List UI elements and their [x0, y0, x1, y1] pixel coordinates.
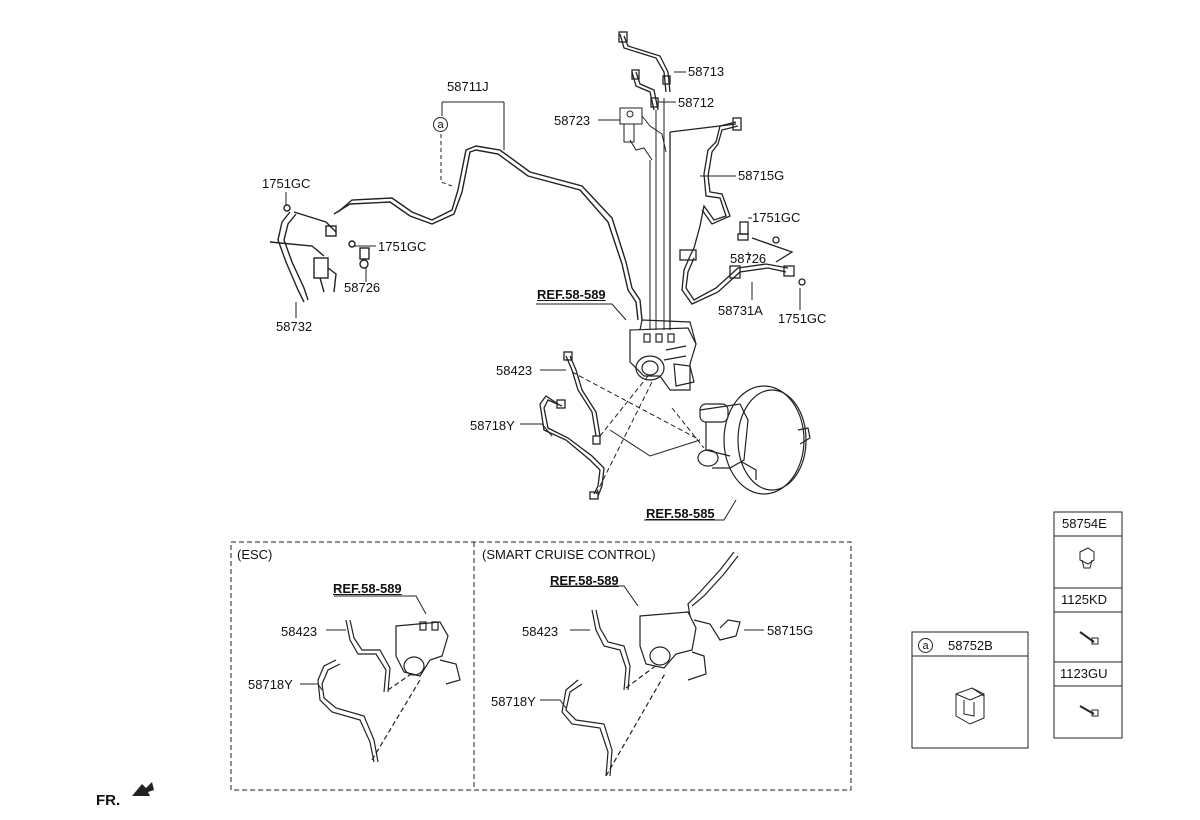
table-fasteners [1053, 511, 1123, 739]
part-label-58715G: 58715G [738, 168, 785, 183]
tube-58711J [333, 145, 643, 321]
esc-hecu [395, 621, 461, 685]
front-direction-label: FR. [96, 792, 121, 809]
part-label-1751GC-left-mid: 1751GC [378, 239, 427, 254]
table-label-58752B: 58752B [948, 638, 993, 653]
part-label-58726-left: 58726 [344, 280, 381, 295]
scc-part-label-58715G: 58715G [767, 623, 814, 638]
pipe-58423 [563, 351, 601, 445]
esc-ref-label: REF.58-589 [333, 581, 402, 596]
table-label-1125KD: 1125KD [1061, 592, 1108, 607]
part-label-58713: 58713 [688, 64, 725, 79]
scc-pipes [561, 551, 741, 777]
scc-ref-label: REF.58-589 [550, 573, 619, 588]
hose-58732 [269, 204, 370, 303]
part-label-58726-right: 58726 [730, 251, 767, 266]
esc-part-label-58718Y: 58718Y [248, 677, 293, 692]
table-label-1123GU: 1123GU [1060, 666, 1108, 681]
part-label-58731A: 58731A [718, 303, 763, 318]
tube-58715G [669, 117, 742, 330]
part-label-58712: 58712 [678, 95, 715, 110]
scc-part-label-58423: 58423 [522, 624, 559, 639]
ref-label-58-589: REF.58-589 [537, 287, 606, 302]
ref-label-58-585: REF.58-585 [646, 506, 715, 521]
part-label-1751GC-right-top: 1751GC [752, 210, 801, 225]
hecu-unit [629, 319, 697, 391]
esc-section-title: (ESC) [237, 547, 273, 562]
part-label-58423: 58423 [496, 363, 533, 378]
tube-58713 [618, 31, 671, 93]
part-label-58732: 58732 [276, 319, 313, 334]
front-arrow-icon [132, 782, 154, 796]
brake-booster [697, 385, 811, 495]
part-label-1751GC-right-bot: 1751GC [778, 311, 827, 326]
part-label-1751GC-left-top: 1751GC [262, 176, 311, 191]
callout-circle-a: a [433, 117, 448, 132]
part-label-58723: 58723 [554, 113, 591, 128]
part-label-58711J: 58711J [447, 79, 489, 94]
scc-part-label-58718Y: 58718Y [491, 694, 536, 709]
esc-part-label-58423: 58423 [281, 624, 318, 639]
scc-hecu [639, 611, 707, 681]
esc-pipes [317, 619, 421, 763]
table-circle-a: a [918, 638, 933, 653]
variant-box [230, 541, 852, 791]
table-58752B [911, 631, 1029, 749]
brake-fitting-58723 [619, 107, 667, 161]
scc-section-title: (SMART CRUISE CONTROL) [482, 547, 656, 562]
pipe-58718Y [539, 395, 605, 500]
table-label-58754E: 58754E [1062, 516, 1107, 531]
part-label-58718Y: 58718Y [470, 418, 515, 433]
hose-58731A [679, 221, 806, 305]
tube-58712 [631, 69, 659, 111]
